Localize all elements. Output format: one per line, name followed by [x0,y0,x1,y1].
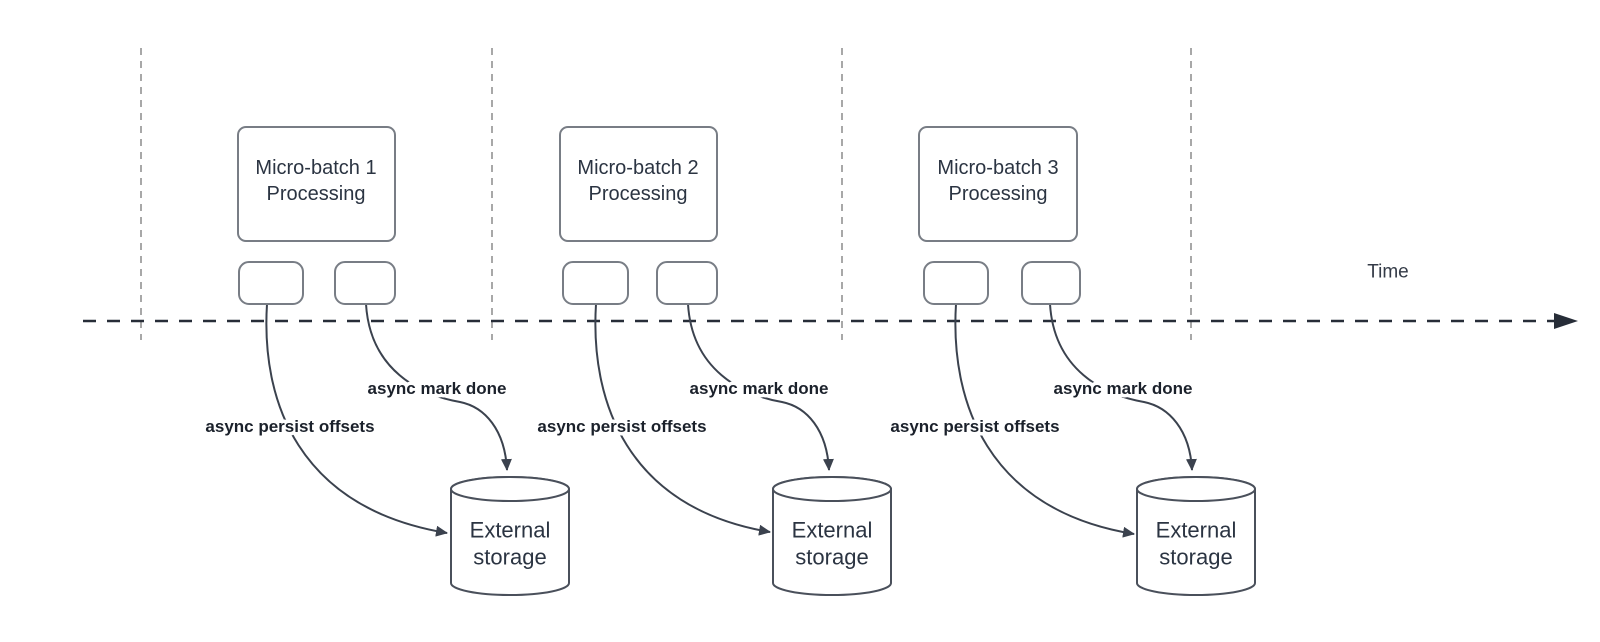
external-storage-3-label-line1: External [1156,518,1237,543]
processing-box-1 [237,126,396,242]
micro-batch-group-2: Micro-batch 2 Processing External storag… [534,126,892,596]
processing-box-1-label-line2: Processing [267,183,366,205]
processing-box-2-label-line1: Micro-batch 2 [577,157,698,179]
persist-offsets-arrow-1 [265,303,448,537]
mark-done-label-2: async mark done [690,379,829,398]
persist-offsets-arrow-3 [954,303,1135,538]
mark-done-arrow-2 [687,303,834,471]
persist-task-box-3 [923,261,989,305]
external-storage-1-label-line1: External [470,518,551,543]
processing-box-3-label-line2: Processing [949,183,1048,205]
processing-box-1-label-line1: Micro-batch 1 [255,157,376,179]
mark-done-label-1: async mark done [368,379,507,398]
persist-task-box-2 [562,261,629,305]
external-storage-1-label-line2: storage [473,545,546,570]
mark-done-arrow-3 [1049,303,1197,471]
processing-box-2 [559,126,718,242]
time-axis-label: Time [1367,262,1409,283]
micro-batch-group-1: Micro-batch 1 Processing External storag… [202,126,570,596]
external-storage-2-label-line2: storage [795,545,868,570]
external-storage-cylinder-1-top [450,476,570,502]
micro-batch-group-3: Micro-batch 3 Processing External storag… [887,126,1256,596]
mark-done-task-box-3 [1021,261,1081,305]
persist-offsets-label-3: async persist offsets [890,417,1059,436]
persist-offsets-label-2: async persist offsets [537,417,706,436]
external-storage-cylinder-2-top [772,476,892,502]
processing-box-2-label-line2: Processing [589,183,688,205]
mark-done-task-box-1 [334,261,396,305]
processing-box-3 [918,126,1078,242]
external-storage-2-label-line1: External [792,518,873,543]
mark-done-task-box-2 [656,261,718,305]
mark-done-label-3: async mark done [1054,379,1193,398]
external-storage-3-label-line2: storage [1159,545,1232,570]
persist-offsets-arrow-2 [594,303,771,536]
external-storage-cylinder-3-top [1136,476,1256,502]
persist-offsets-label-1: async persist offsets [205,417,374,436]
processing-box-3-label-line1: Micro-batch 3 [937,157,1058,179]
mark-done-arrow-1 [365,303,512,471]
persist-task-box-1 [238,261,304,305]
